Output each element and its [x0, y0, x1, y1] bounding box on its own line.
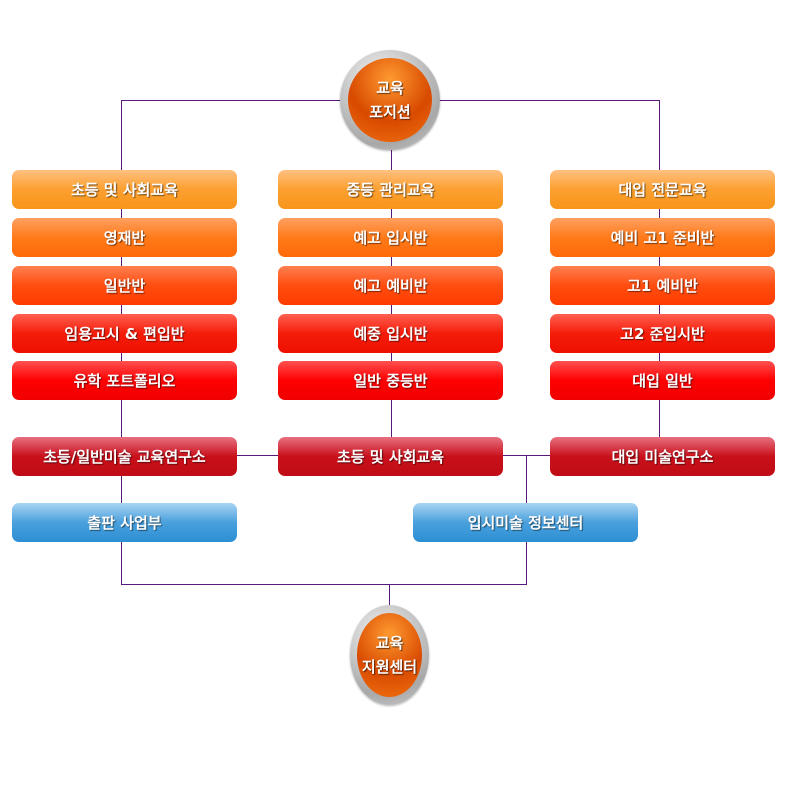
col3-item[interactable]: 예비 고1 준비반: [550, 218, 775, 257]
bottom-node-line1: 교육: [375, 634, 404, 652]
connector-line: [237, 455, 278, 456]
connector-line: [389, 584, 390, 606]
institute-box[interactable]: 대입 미술연구소: [550, 437, 775, 476]
top-node-line2: 포지션: [369, 103, 411, 121]
col3-item[interactable]: 대입 전문교육: [550, 170, 775, 209]
connector-line: [121, 400, 122, 437]
connector-line: [121, 584, 527, 585]
bottom-node-line2: 지원센터: [361, 658, 418, 676]
connector-line: [659, 400, 660, 437]
col2-item[interactable]: 일반 중등반: [278, 361, 503, 400]
col3-item[interactable]: 대입 일반: [550, 361, 775, 400]
col3-item[interactable]: 고2 준입시반: [550, 314, 775, 353]
col2-item[interactable]: 예고 예비반: [278, 266, 503, 305]
col1-item[interactable]: 일반반: [12, 266, 237, 305]
institute-box[interactable]: 초등 및 사회교육: [278, 437, 503, 476]
institute-box[interactable]: 초등/일반미술 교육연구소: [12, 437, 237, 476]
top-node-line1: 교육: [376, 79, 404, 97]
connector-line: [391, 400, 392, 437]
bottom-node-education-support-center: 교육 지원센터: [350, 605, 429, 705]
col2-item[interactable]: 중등 관리교육: [278, 170, 503, 209]
col1-item[interactable]: 초등 및 사회교육: [12, 170, 237, 209]
support-box-info-center[interactable]: 입시미술 정보센터: [413, 503, 638, 542]
col1-item[interactable]: 임용고시 & 편입반: [12, 314, 237, 353]
col3-item[interactable]: 고1 예비반: [550, 266, 775, 305]
col2-item[interactable]: 예중 입시반: [278, 314, 503, 353]
top-node-education-position: 교육 포지션: [340, 50, 440, 150]
col1-item[interactable]: 유학 포트폴리오: [12, 361, 237, 400]
col1-item[interactable]: 영재반: [12, 218, 237, 257]
support-box-publishing[interactable]: 출판 사업부: [12, 503, 237, 542]
col2-item[interactable]: 예고 입시반: [278, 218, 503, 257]
